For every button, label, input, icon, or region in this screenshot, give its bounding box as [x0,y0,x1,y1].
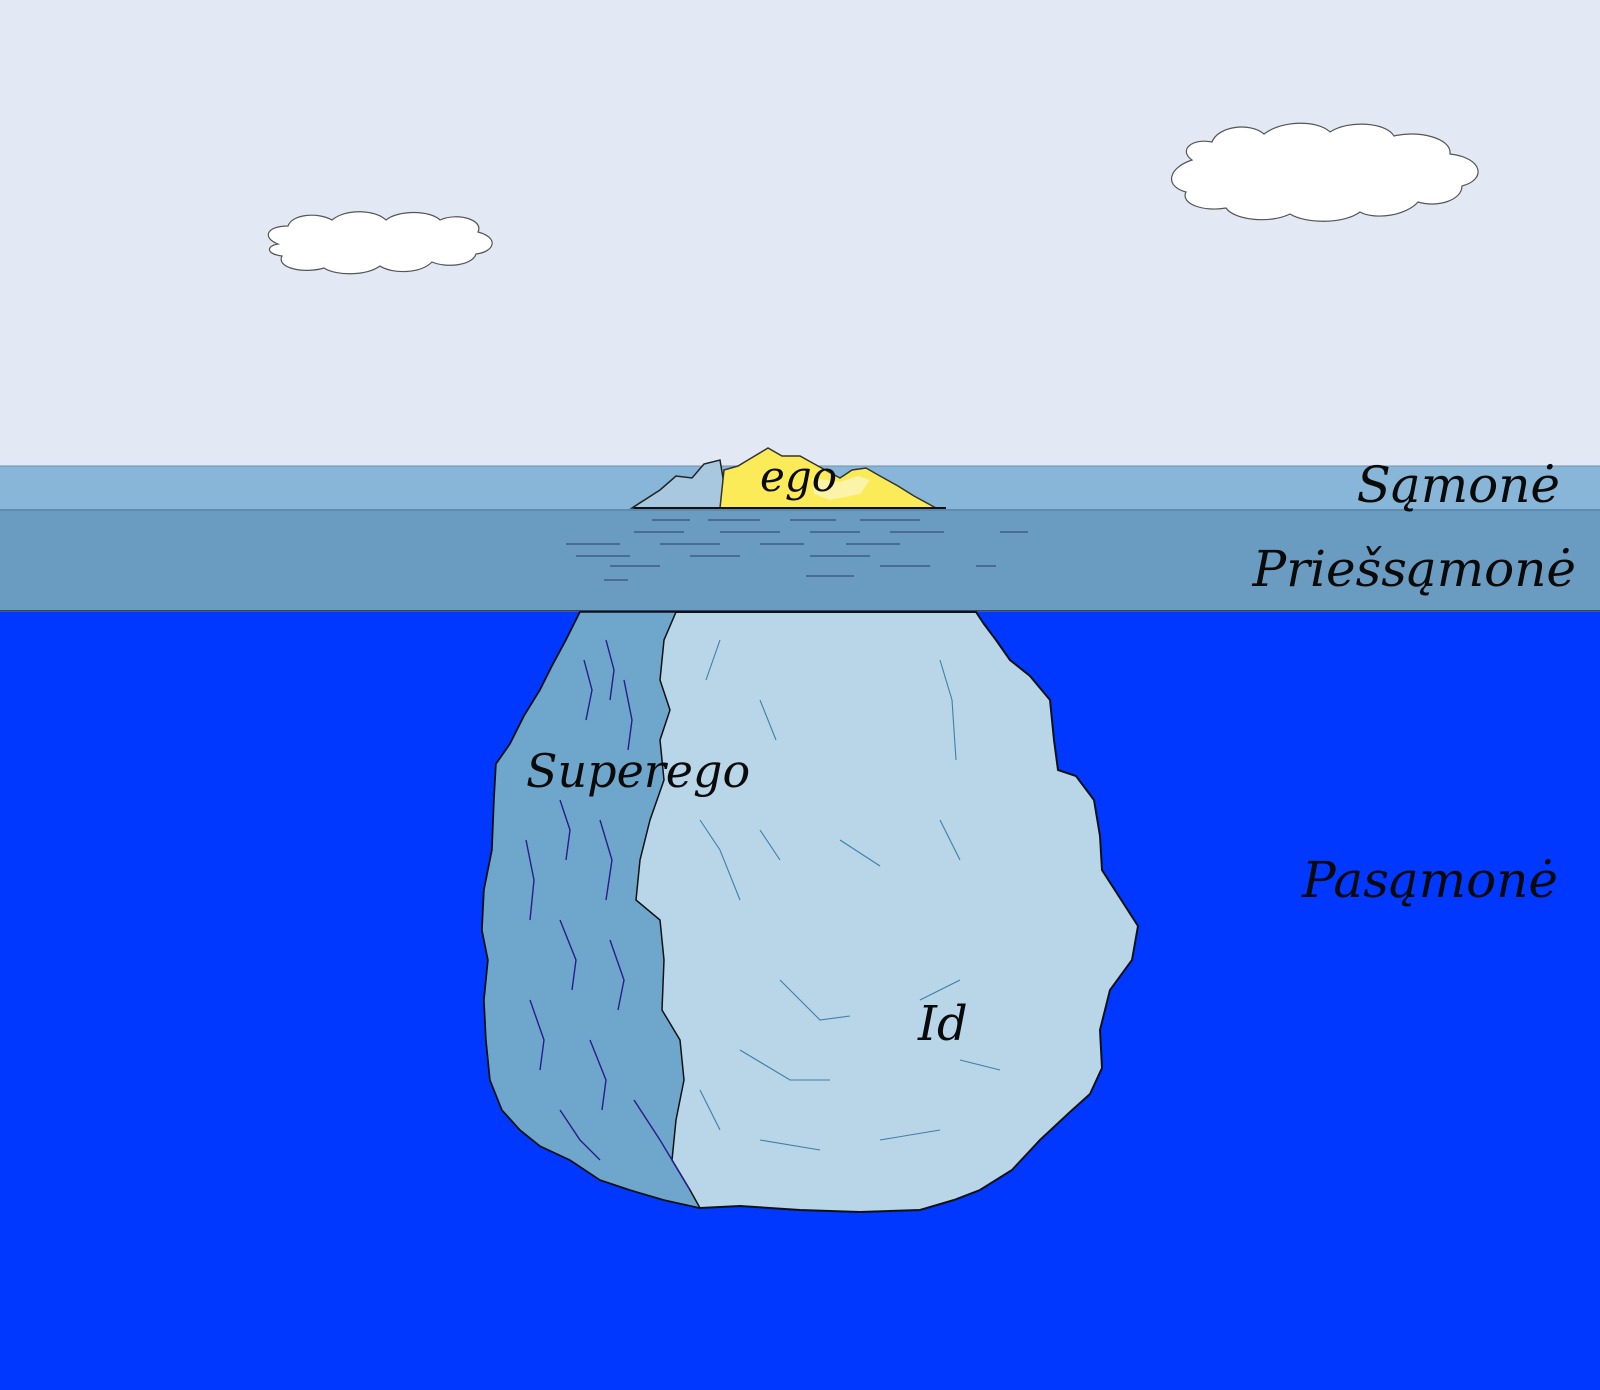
water-ripples [566,519,1028,581]
ego-tip [719,447,937,509]
iceberg-tip-icon [629,447,946,509]
ego-tip-highlight [812,476,870,500]
id-label: Id [918,996,968,1052]
conscious-label: Sąmonė [1356,456,1560,514]
cloud-icon [267,211,493,275]
iceberg-icon [480,611,1140,1214]
cloud-icon [1170,122,1479,222]
iceberg-cracks [525,639,691,1191]
preconscious-label: Priešsąmonė [1252,540,1576,598]
superego-label: Superego [526,744,751,798]
iceberg-texture [699,639,1001,1151]
unconscious-label: Pasąmonė [1302,851,1558,909]
preconscious-band [0,511,1600,611]
iceberg-superego-shade [481,611,702,1210]
sky [0,0,1600,466]
ego-label: ego [760,452,838,501]
